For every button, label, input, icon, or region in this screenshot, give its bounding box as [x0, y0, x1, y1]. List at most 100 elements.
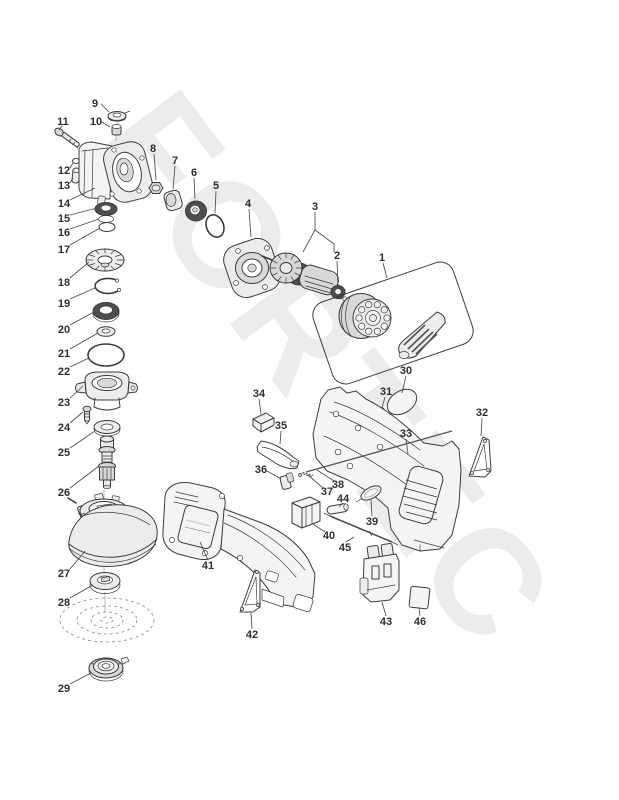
air-deflector [398, 311, 446, 359]
leader-line-27 [69, 550, 86, 570]
part-label-34: 34 [253, 388, 266, 400]
part-label-44: 44 [337, 493, 350, 505]
part-label-38: 38 [332, 479, 344, 491]
part-label-36: 36 [255, 464, 267, 476]
part-label-40: 40 [323, 530, 335, 542]
leader-line-12 [69, 162, 74, 169]
part-label-42: 42 [246, 629, 258, 641]
part-label-11: 11 [57, 116, 69, 128]
part-39-brush-cap [355, 485, 382, 503]
part-label-26: 26 [58, 487, 70, 499]
leader-line-13 [69, 177, 74, 184]
part-label-23: 23 [58, 397, 70, 409]
part-5-oring [205, 214, 225, 238]
part-label-7: 7 [172, 155, 178, 167]
part-42-bracket [239, 569, 261, 613]
part-44-pin [326, 503, 349, 515]
part-label-16: 16 [58, 227, 70, 239]
leader-line-19 [69, 287, 96, 300]
leader-line-31 [381, 396, 386, 409]
leader-line-26 [69, 465, 100, 489]
part-label-18: 18 [58, 277, 70, 289]
part-30-plate [386, 388, 418, 416]
part-gear-housing [78, 141, 153, 206]
leader-line-43 [381, 601, 387, 617]
part-label-33: 33 [400, 428, 412, 440]
part-label-29: 29 [58, 683, 70, 695]
leader-line-32 [480, 417, 483, 437]
part-label-6: 6 [191, 167, 197, 179]
leader-line-23 [69, 385, 84, 399]
part-label-24: 24 [58, 422, 71, 434]
part-21-washer [96, 326, 116, 337]
brand-label-pad [177, 505, 219, 549]
part-label-19: 19 [58, 298, 70, 310]
axis-lines [103, 121, 118, 612]
part-label-2: 2 [334, 250, 340, 262]
part-24-screw [82, 405, 92, 425]
part-26-spindle [98, 435, 116, 490]
leader-line-8 [153, 153, 157, 181]
part-43-terminal [359, 543, 400, 603]
leader-line-40 [312, 523, 326, 533]
leader-line-25 [69, 430, 96, 449]
leader-line-46 [418, 607, 421, 617]
part-11-bolt [54, 127, 80, 149]
part-label-32: 32 [476, 407, 488, 419]
part-label-20: 20 [58, 324, 70, 336]
leader-line-7 [172, 165, 176, 190]
part-label-39: 39 [366, 516, 378, 528]
part-label-10: 10 [90, 116, 102, 128]
part-3-armature [261, 252, 348, 302]
leader-line-14 [69, 187, 96, 201]
part-label-21: 21 [58, 348, 70, 360]
leader-line-34 [258, 398, 262, 415]
part-label-25: 25 [58, 447, 70, 459]
part-10-sleeve [111, 124, 122, 136]
part-label-4: 4 [245, 198, 252, 210]
part-label-27: 27 [58, 568, 70, 580]
leader-line-16 [69, 218, 100, 230]
part-19-circlip [94, 277, 121, 295]
part-label-30: 30 [400, 365, 412, 377]
leader-line-41 [199, 541, 209, 561]
leader-line-10 [101, 121, 111, 128]
leader-line-36 [266, 470, 282, 480]
part-label-1: 1 [379, 252, 385, 264]
part-label-5: 5 [213, 180, 219, 192]
part-label-35: 35 [275, 420, 287, 432]
part-27-guard [67, 492, 158, 567]
part-label-13: 13 [58, 180, 70, 192]
leader-line-42 [250, 612, 253, 630]
leader-line-4 [248, 208, 252, 238]
part-25-washer [93, 420, 121, 437]
part-label-3: 3 [312, 201, 318, 213]
part-32-bracket [468, 436, 492, 478]
part-label-43: 43 [380, 616, 392, 628]
part-label-8: 8 [150, 143, 156, 155]
part-label-22: 22 [58, 366, 70, 378]
part-17-oring [98, 222, 116, 232]
part-45-rod [323, 512, 399, 546]
part-29-locknut [88, 656, 130, 682]
part-wheel-dashed [59, 597, 155, 643]
part-1-stator-kit [312, 261, 474, 385]
part-6-bearing [185, 200, 207, 222]
leader-line-37 [307, 474, 324, 489]
part-label-14: 14 [58, 198, 71, 210]
leader-line-18 [69, 261, 90, 279]
part-label-9: 9 [92, 98, 98, 110]
part-label-37: 37 [321, 486, 333, 498]
part-4-plate [223, 237, 281, 299]
part-36-plate [279, 472, 295, 490]
part-23-bearing-box [75, 371, 138, 411]
part-9-cap [107, 110, 131, 122]
part-label-17: 17 [58, 244, 70, 256]
part-18-gear [85, 248, 125, 272]
leader-line-22 [69, 357, 90, 368]
leader-line-28 [69, 584, 94, 599]
part-label-28: 28 [58, 597, 70, 609]
part-label-31: 31 [380, 386, 392, 398]
